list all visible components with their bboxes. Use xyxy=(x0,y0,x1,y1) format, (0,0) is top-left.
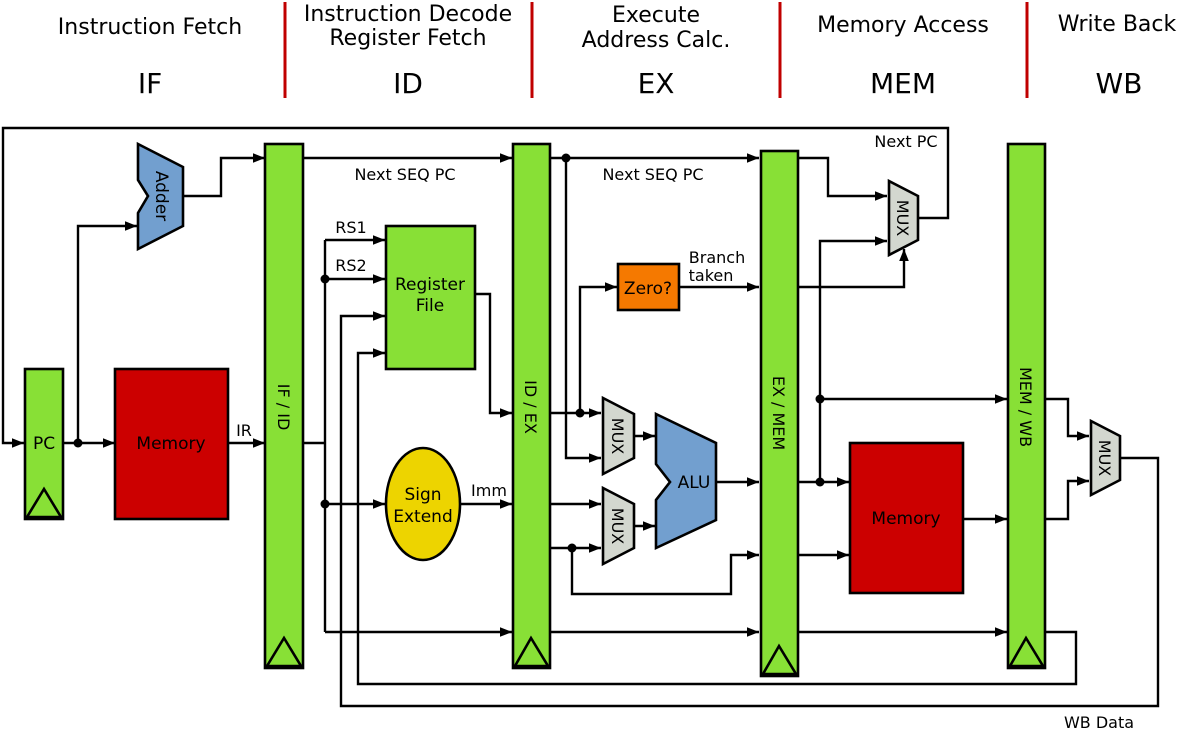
stage-if-name: Instruction Fetch xyxy=(58,15,242,40)
sign-extend: Sign Extend xyxy=(384,446,462,562)
alu-label: ALU xyxy=(678,473,711,493)
instruction-memory-label: Memory xyxy=(136,434,205,454)
wires xyxy=(1,126,1160,708)
mux-label: MUX xyxy=(608,418,627,455)
pc-adder: Adder xyxy=(136,141,185,252)
data-memory-label: Memory xyxy=(871,509,940,529)
register-file-label-line2: File xyxy=(416,296,444,316)
ir-label: IR xyxy=(236,421,252,440)
zero-label: Zero? xyxy=(624,279,672,299)
wb-data-wire xyxy=(339,311,1160,708)
stage-ex-name-line1: Execute xyxy=(612,3,700,28)
memwb-to-mux-lower-wire xyxy=(1045,476,1089,521)
junction-dot xyxy=(815,394,825,404)
wire-junctions xyxy=(73,153,825,553)
pc-register: PC xyxy=(23,367,65,521)
branch-taken-wire xyxy=(798,249,909,289)
register-file-label-line1: Register xyxy=(395,275,465,295)
mux-label: MUX xyxy=(893,200,912,237)
rs2-label: RS2 xyxy=(335,256,366,275)
stage-id-abbr: ID xyxy=(393,67,423,100)
stage-wb-name: Write Back xyxy=(1058,12,1177,37)
stage-if-abbr: IF xyxy=(138,67,162,100)
seq-pc-to-mux1-wire xyxy=(564,158,601,463)
exmem-seq-pc-to-mux-wire xyxy=(798,156,887,201)
regfile-out-wire xyxy=(475,292,512,418)
ex-mem-label: EX / MEM xyxy=(769,376,788,450)
pc-to-adder-wire xyxy=(76,221,137,443)
next-pc-label: Next PC xyxy=(874,132,937,151)
clock-triangle-icon xyxy=(760,643,799,676)
data-memory: Memory xyxy=(848,441,965,595)
writeback-mux: MUX xyxy=(1089,418,1122,498)
adder-label: Adder xyxy=(151,171,171,221)
imm-label: Imm xyxy=(471,481,507,500)
if-id-register: IF / ID xyxy=(263,142,305,670)
junction-dot xyxy=(561,153,571,163)
junction-dot xyxy=(320,499,330,509)
instruction-memory: Memory xyxy=(113,367,230,521)
rs1-label: RS1 xyxy=(335,218,366,237)
to-zero-wire xyxy=(578,282,617,413)
clock-triangle-icon xyxy=(1007,635,1046,668)
stage-mem-abbr: MEM xyxy=(870,67,936,100)
alu: ALU xyxy=(654,411,718,551)
clock-triangle-icon xyxy=(512,635,551,668)
junction-dot xyxy=(320,274,330,284)
junction-dot xyxy=(575,408,585,418)
if-id-label: IF / ID xyxy=(274,384,293,431)
ex-mem-register: EX / MEM xyxy=(759,149,800,678)
junction-dot xyxy=(567,543,577,553)
wb-reg-dest-wire xyxy=(356,348,1078,686)
mux-label: MUX xyxy=(608,508,627,545)
clock-triangle-icon xyxy=(24,486,64,519)
alu-mux-a: MUX xyxy=(601,395,636,477)
mux-label: MUX xyxy=(1095,440,1114,477)
id-ex-register: ID / EX xyxy=(511,142,552,670)
sign-extend-label-line1: Sign xyxy=(404,485,441,505)
junction-dot xyxy=(815,477,825,487)
branch-taken-label-line1: Branch xyxy=(689,248,745,267)
id-ex-label: ID / EX xyxy=(521,380,540,434)
junction-dot xyxy=(73,438,83,448)
next-seq-pc-label-2: Next SEQ PC xyxy=(602,165,703,184)
mem-wb-label: MEM / WB xyxy=(1016,367,1035,447)
alu-mux-b: MUX xyxy=(601,485,636,567)
stage-mem-name: Memory Access xyxy=(817,13,989,38)
next-seq-pc-label-1: Next SEQ PC xyxy=(354,165,455,184)
regb-to-exmem-wire xyxy=(570,548,759,596)
zero-detector: Zero? xyxy=(616,262,681,312)
register-file: Register File xyxy=(384,224,477,371)
memwb-to-mux-upper-wire xyxy=(1045,397,1089,441)
sign-extend-label-line2: Extend xyxy=(393,507,453,527)
stage-header: Instruction Fetch Instruction Decode Reg… xyxy=(58,2,1177,100)
stage-ex-abbr: EX xyxy=(638,67,675,100)
next-pc-wire xyxy=(1,126,950,448)
wb-data-label: WB Data xyxy=(1064,713,1134,729)
wire-labels: IR RS1 RS2 Imm Next SEQ PC Next SEQ PC N… xyxy=(236,132,1134,729)
adder-to-ifid-wire xyxy=(183,153,265,198)
branch-taken-label-line2: taken xyxy=(689,266,734,285)
stage-id-name-line2: Register Fetch xyxy=(329,26,486,51)
stage-id-name-line1: Instruction Decode xyxy=(304,2,512,27)
clock-triangle-icon xyxy=(264,635,304,668)
mem-wb-register: MEM / WB xyxy=(1006,142,1047,670)
stage-wb-abbr: WB xyxy=(1096,67,1143,100)
stage-ex-name-line2: Address Calc. xyxy=(582,28,731,53)
pc-source-mux: MUX xyxy=(887,178,920,258)
pc-label: PC xyxy=(33,434,55,454)
